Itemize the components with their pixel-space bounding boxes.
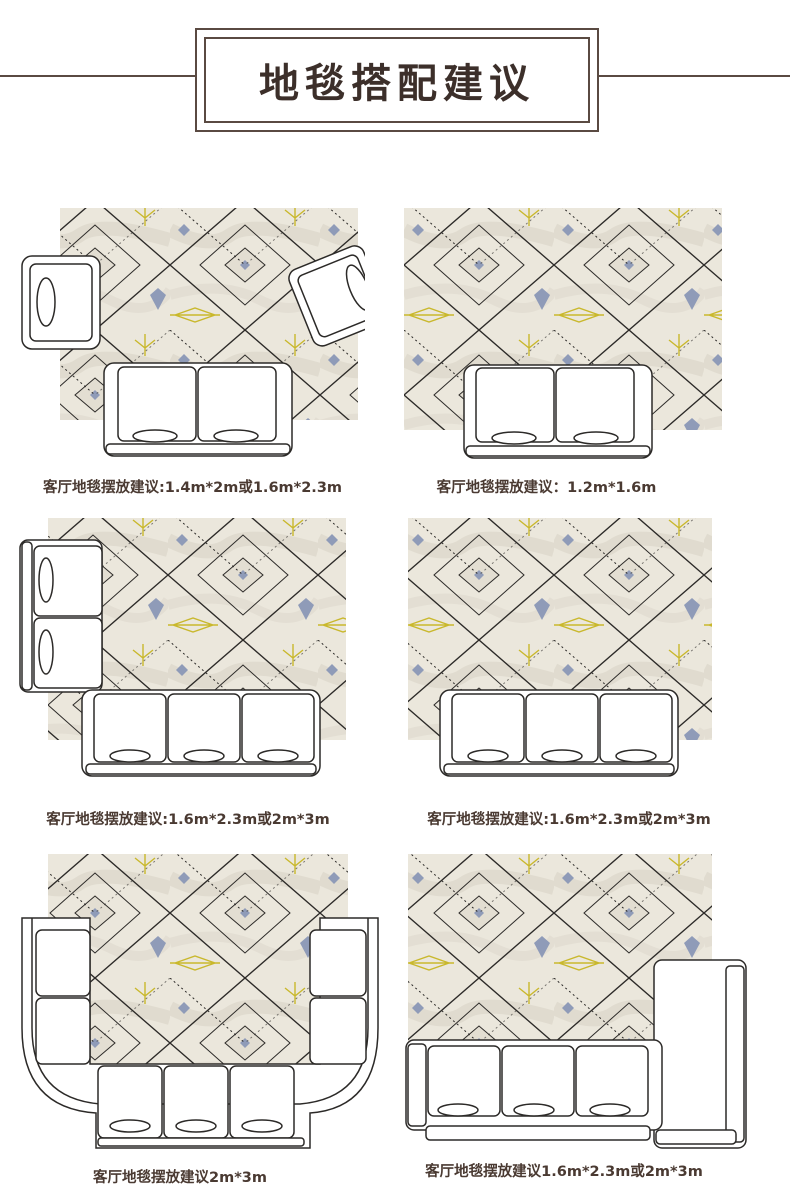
layout-diagram-5 [21,854,379,1149]
header-line-left [0,75,195,77]
u-shaped-sofa [21,917,379,1149]
layout-diagram-4 [408,518,712,777]
rug [48,854,348,1076]
l-shaped-sofa [405,959,747,1149]
header-line-right [599,75,790,77]
layout-panel-4: 客厅地毯摆放建议:1.6m*2.3m或2m*3m [404,510,734,828]
caption-4: 客厅地毯摆放建议:1.6m*2.3m或2m*3m [427,812,711,828]
layout-diagram-1 [21,208,365,457]
layout-diagram-2 [404,208,722,459]
sofa-two-seat [463,364,653,459]
layout-panel-5: 客厅地毯摆放建议2m*3m [20,848,382,1186]
caption-5: 客厅地毯摆放建议2m*3m [93,1170,267,1186]
layout-panel-3: 客厅地毯摆放建议:1.6m*2.3m或2m*3m [18,510,358,828]
sofa-three-seat [439,689,679,777]
caption-1: 客厅地毯摆放建议:1.4m*2m或1.6m*2.3m [42,480,343,496]
layout-panel-2: 客厅地毯摆放建议：1.2m*1.6m [404,200,734,496]
caption-3: 客厅地毯摆放建议:1.6m*2.3m或2m*3m [46,812,330,828]
layout-panel-1: 客厅地毯摆放建议:1.4m*2m或1.6m*2.3m [20,200,365,496]
sofa-three-seat [81,689,321,777]
caption-6: 客厅地毯摆放建议1.6m*2.3m或2m*3m [425,1164,703,1180]
side-sofa [19,539,103,693]
layout-diagram-6 [405,854,747,1149]
caption-2: 客厅地毯摆放建议：1.2m*1.6m [436,480,657,496]
title-frame-inner: 地毯搭配建议 [204,37,590,123]
armchair-left [21,255,101,350]
layout-panel-6: 客厅地毯摆放建议1.6m*2.3m或2m*3m [404,848,756,1180]
title-frame: 地毯搭配建议 [195,28,599,132]
page-title: 地毯搭配建议 [259,61,535,107]
layout-diagram-3 [19,518,346,777]
sofa-two-seat [103,362,293,457]
armchair-rotated [288,245,365,347]
